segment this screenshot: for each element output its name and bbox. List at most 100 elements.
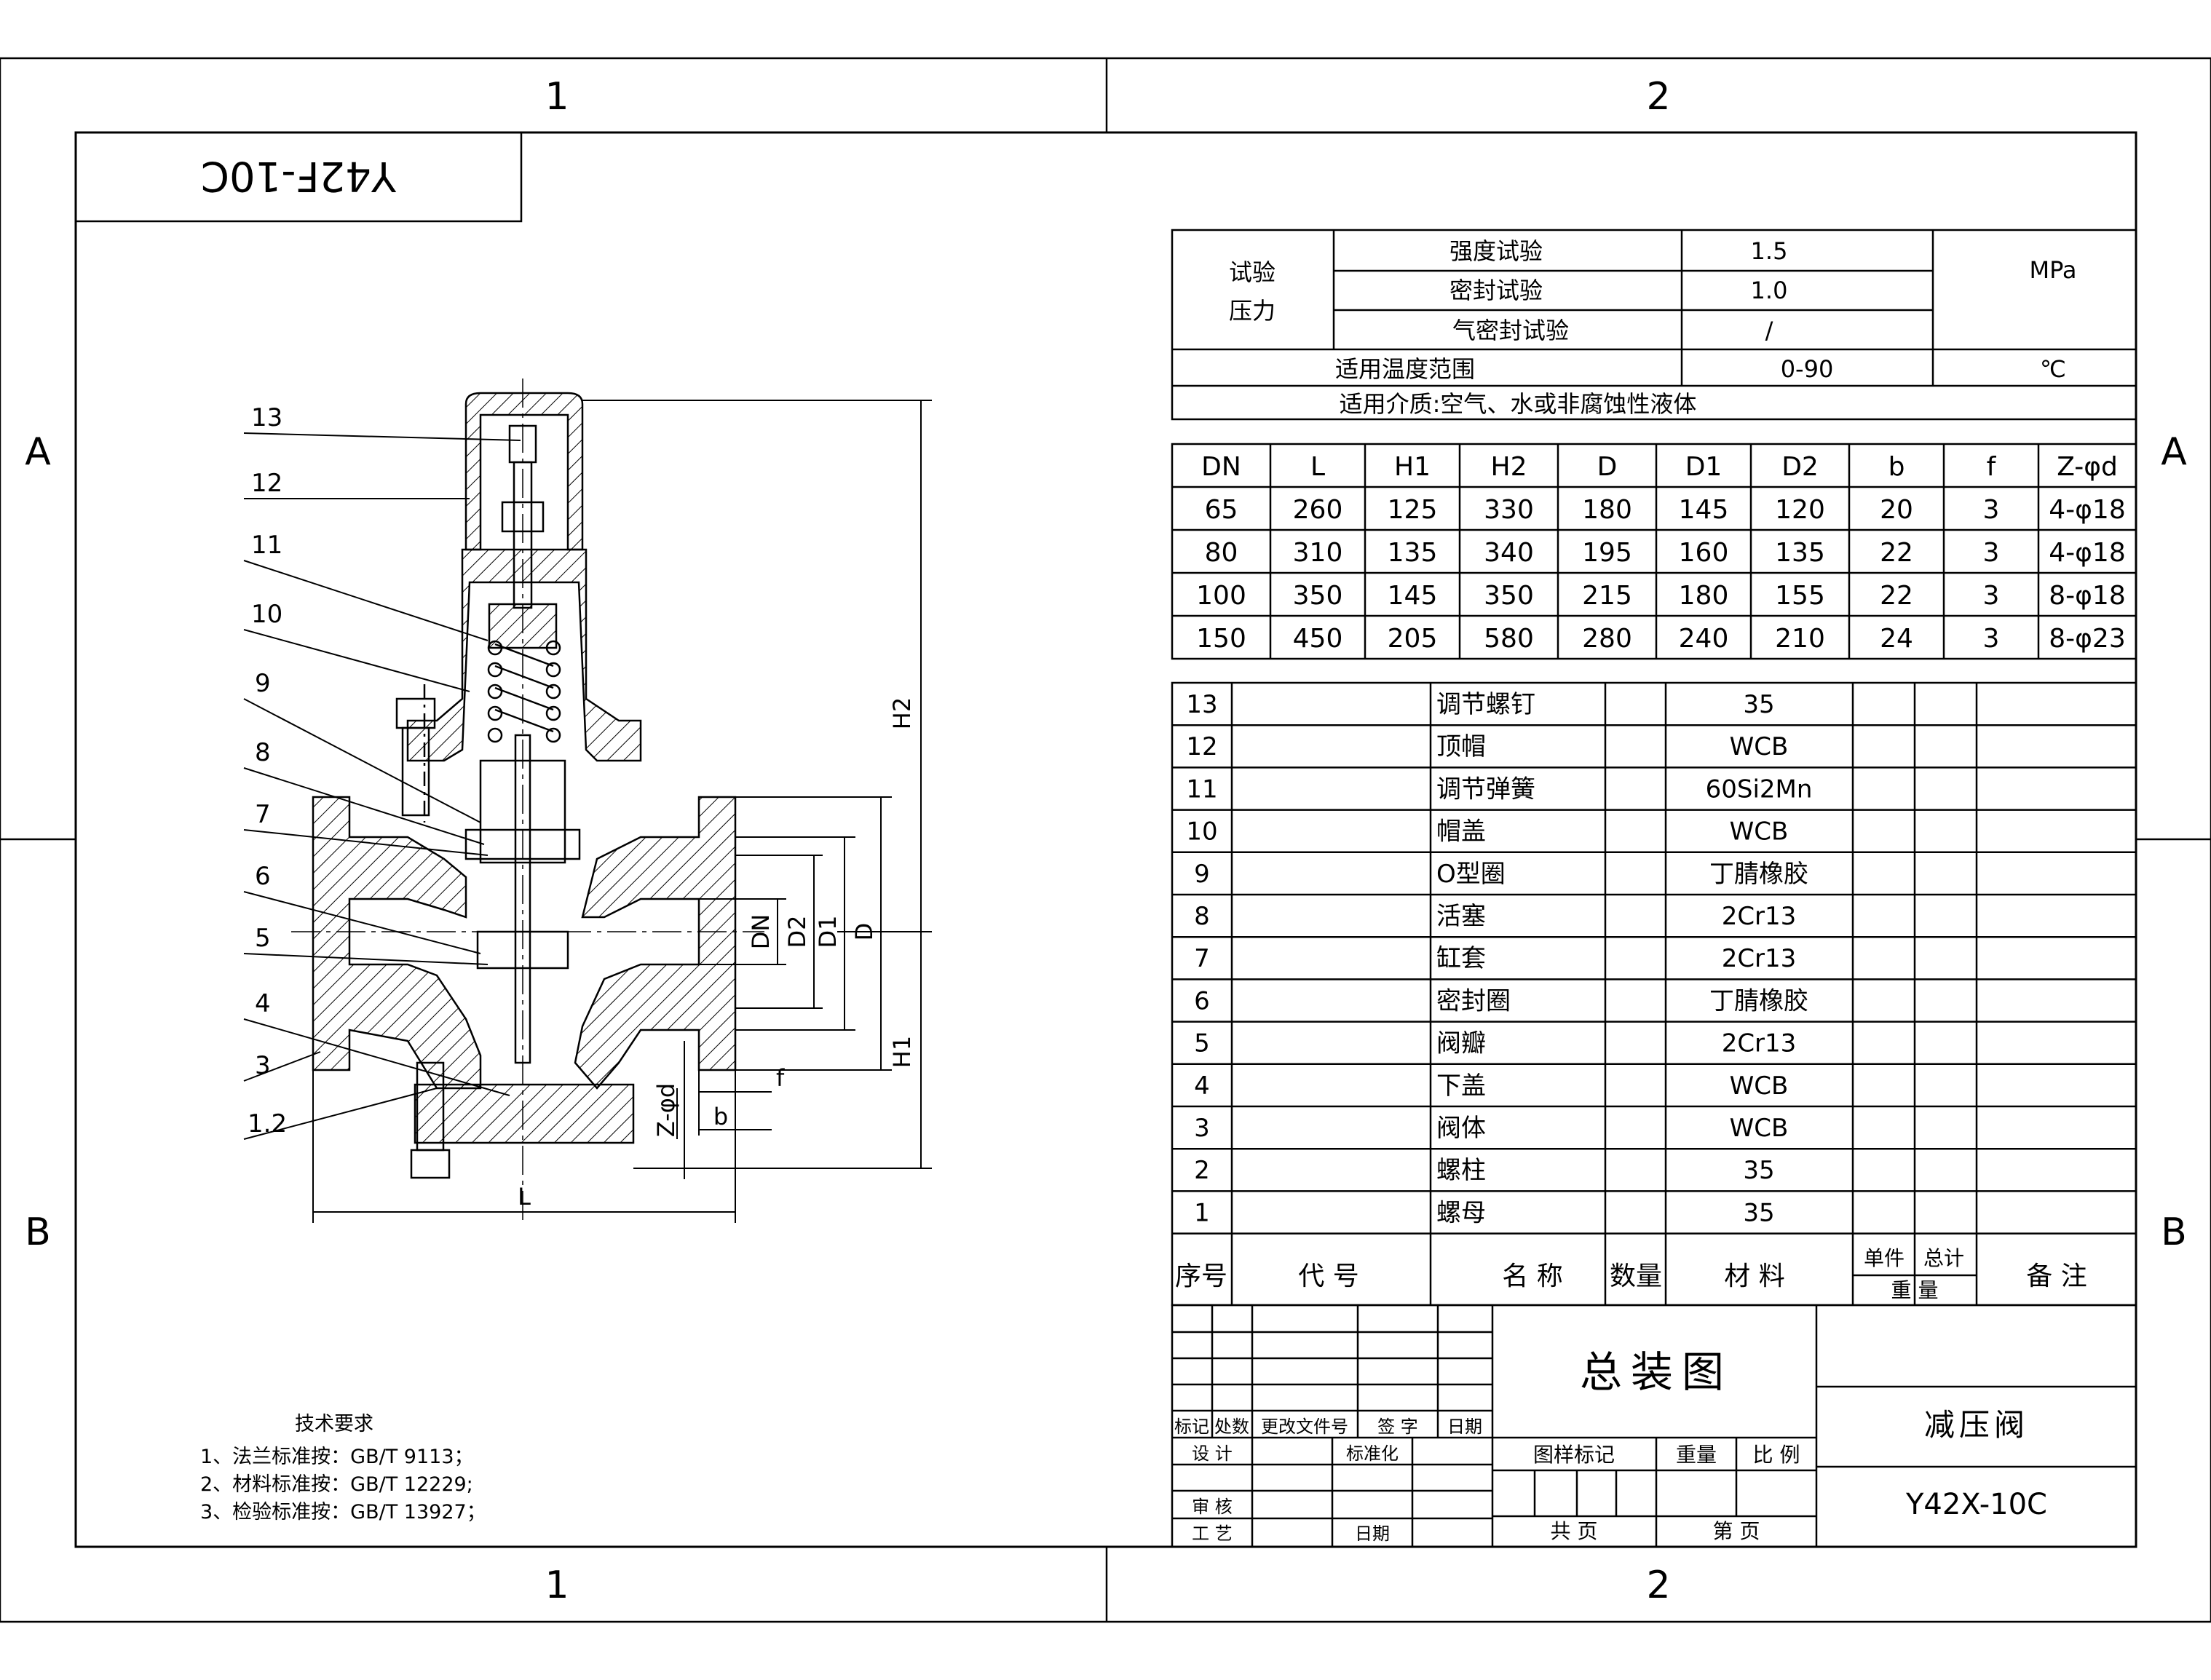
product-name: 减压阀 — [1924, 1407, 2029, 1443]
dim-d2-label: D2 — [783, 916, 811, 948]
bom-item-number: 6 — [1194, 986, 1210, 1015]
dim-table-cell: 150 — [1196, 624, 1246, 654]
tech-req-item-3: 3、检验标准按：GB/T 13927； — [200, 1501, 486, 1524]
bom-item-material: 2Cr13 — [1722, 944, 1797, 973]
weight-label: 重量 — [1676, 1443, 1717, 1467]
seal-test-label: 密封试验 — [1449, 277, 1543, 304]
bom-item-material: WCB — [1730, 1114, 1789, 1143]
bom-item-material: WCB — [1730, 732, 1789, 761]
dim-b-label: b — [713, 1103, 728, 1130]
dim-table-cell: 20 — [1880, 495, 1913, 525]
rev-doc-label: 更改文件号 — [1261, 1416, 1348, 1437]
dim-table-cell: 580 — [1484, 624, 1534, 654]
bom-item-material: 35 — [1743, 1198, 1774, 1227]
bom-item-number: 2 — [1194, 1156, 1210, 1185]
dim-table-cell: 330 — [1484, 495, 1534, 525]
dim-table-cell: 155 — [1775, 581, 1825, 611]
dim-table-cell: 24 — [1880, 624, 1913, 654]
drawing-mark-label: 图样标记 — [1533, 1443, 1615, 1467]
bom-item-name: 活塞 — [1436, 902, 1486, 931]
adjusting-spring — [487, 603, 561, 743]
dim-table-header: Z-φd — [2057, 452, 2118, 482]
valve-section-view: L H2 H1 D D1 D2 DN f b Z-φd 13 — [243, 379, 932, 1223]
callout-13: 13 — [251, 403, 282, 432]
rev-date-label: 日期 — [1447, 1416, 1482, 1437]
dim-table-cell: 80 — [1205, 538, 1238, 568]
dim-table-cell: 22 — [1880, 538, 1913, 568]
dim-h2-label: H2 — [888, 697, 916, 729]
review-label: 审 核 — [1192, 1497, 1233, 1517]
dim-table-cell: 350 — [1293, 581, 1343, 611]
corner-model-text: Y42F-10C — [201, 152, 397, 199]
bom-item-material: 35 — [1743, 690, 1774, 719]
zone-row-b-left: B — [25, 1211, 51, 1254]
callout-12: 12 — [251, 469, 282, 498]
process-label: 工 艺 — [1192, 1524, 1233, 1544]
part-callouts — [243, 432, 521, 1140]
bom-item-name: 螺母 — [1436, 1198, 1486, 1227]
lower-cover — [414, 1083, 635, 1144]
dim-table-cell: 135 — [1775, 538, 1825, 568]
bom-header-name: 名 称 — [1502, 1261, 1562, 1291]
dim-table-cell: 210 — [1775, 624, 1825, 654]
callout-3: 3 — [255, 1051, 271, 1080]
dim-table-cell: 65 — [1205, 495, 1238, 525]
dim-table-header: b — [1888, 452, 1905, 482]
air-seal-test-label: 气密封试验 — [1452, 317, 1569, 344]
bom-item-name: 阀体 — [1436, 1114, 1486, 1143]
bom-header-remark: 备 注 — [2026, 1261, 2087, 1291]
callout-numbers: 13 12 11 10 9 8 7 6 5 4 3 1.2 — [248, 403, 287, 1138]
callout-10: 10 — [251, 600, 282, 629]
date-label: 日期 — [1355, 1524, 1390, 1544]
corner-model-box: Y42F-10C — [74, 131, 523, 223]
dimension-labels: L H2 H1 D D1 D2 DN f b Z-φd — [518, 697, 916, 1211]
dim-table-cell: 3 — [1983, 495, 2000, 525]
bonnet — [406, 548, 642, 762]
dim-table-cell: 135 — [1388, 538, 1438, 568]
dimension-lines — [312, 400, 932, 1223]
zone-col-1-bottom: 1 — [545, 1564, 569, 1607]
dim-f-label: f — [776, 1064, 785, 1092]
dim-table-header: H1 — [1394, 452, 1431, 482]
bom-header-unit-weight: 单件 — [1864, 1246, 1905, 1270]
scale-label: 比 例 — [1753, 1443, 1800, 1467]
dim-table-cell: 3 — [1983, 624, 2000, 654]
bom-item-name: O型圈 — [1436, 860, 1506, 889]
rev-sign-label: 签 字 — [1377, 1416, 1418, 1437]
temp-unit: ℃ — [2040, 355, 2066, 383]
dim-table-cell: 215 — [1582, 581, 1632, 611]
bom-item-name: 缸套 — [1436, 944, 1486, 973]
standardization-label: 标准化 — [1346, 1443, 1399, 1464]
dim-table-cell: 260 — [1293, 495, 1343, 525]
dim-table-cell: 3 — [1983, 581, 2000, 611]
bom-item-material: 60Si2Mn — [1706, 774, 1813, 804]
seal-test-value: 1.0 — [1751, 277, 1788, 304]
zone-row-b-right: B — [2161, 1211, 2187, 1254]
zone-col-1-top: 1 — [545, 75, 569, 119]
bom-item-material: 2Cr13 — [1722, 1029, 1797, 1058]
bom-header-code: 代 号 — [1298, 1261, 1358, 1291]
bom-item-name: 下盖 — [1436, 1071, 1486, 1101]
dim-table-header: L — [1310, 452, 1325, 482]
drawing-title: 总装图 — [1580, 1347, 1733, 1397]
bom-header-total-weight: 总计 — [1923, 1246, 1964, 1270]
strength-test-label: 强度试验 — [1449, 237, 1543, 265]
dim-table-cell: 3 — [1983, 538, 2000, 568]
valve-stem — [464, 734, 581, 1064]
bom-item-material: 2Cr13 — [1722, 902, 1797, 931]
rev-mark-label: 标记 — [1174, 1416, 1209, 1437]
dim-h1-label: H1 — [888, 1036, 916, 1068]
bom-header-qty: 数量 — [1610, 1261, 1662, 1291]
dim-table-cell: 145 — [1679, 495, 1729, 525]
zone-row-a-left: A — [25, 430, 51, 474]
strength-test-value: 1.5 — [1751, 237, 1788, 265]
callout-9: 9 — [255, 669, 271, 698]
technical-requirements: 技术要求 1、法兰标准按：GB/T 9113； 2、材料标准按：GB/T 122… — [200, 1413, 486, 1524]
bom-item-name: 阀瓣 — [1436, 1029, 1486, 1058]
bom-header-weight: 重 量 — [1891, 1278, 1939, 1302]
tech-req-title: 技术要求 — [295, 1413, 373, 1435]
title-block: 总装图 减压阀 Y42X-10C 标记 处数 更改文件号 签 字 日期 设 计 … — [1171, 1304, 2137, 1548]
bom-item-number: 4 — [1194, 1071, 1210, 1101]
